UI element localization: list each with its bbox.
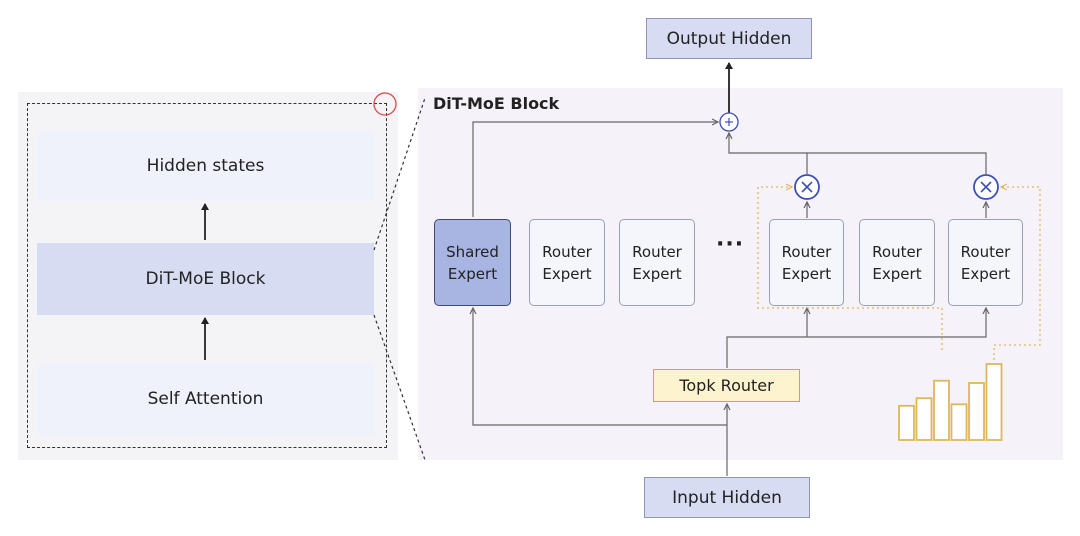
gates-to-add-line <box>806 152 987 174</box>
dit-moe-block-title: DiT-MoE Block <box>433 94 560 113</box>
router-expert-box: Router Expert <box>619 219 695 306</box>
expert-label: Router Expert <box>872 242 922 283</box>
expert-label: Router Expert <box>632 242 682 283</box>
score-bar <box>933 379 950 441</box>
expert-label: Router Expert <box>542 242 592 283</box>
gate-weight-line <box>757 187 943 350</box>
router-expert-box: Router Expert <box>859 219 935 306</box>
gates-merge-line <box>729 133 807 154</box>
zoom-line <box>373 97 426 251</box>
expert-label: Router Expert <box>960 242 1011 283</box>
ellipsis: ··· <box>716 232 745 257</box>
router-to-experts <box>726 308 986 368</box>
topk-router-box: Topk Router <box>653 369 800 402</box>
score-bar <box>915 397 933 441</box>
gate-weight-line <box>993 187 1041 360</box>
input-to-shared <box>473 308 727 426</box>
score-bar <box>968 382 985 441</box>
router-expert-box: Router Expert <box>769 219 844 306</box>
dit-moe-block-box: DiT-MoE Block <box>37 243 374 315</box>
shared-to-add-line <box>472 122 718 217</box>
expert-label: Router Expert <box>781 242 832 283</box>
router-scores-bars <box>898 363 1003 441</box>
marker-circle <box>373 92 397 116</box>
expert-label: Shared Expert <box>446 242 499 283</box>
shared-expert-box: Shared Expert <box>434 219 511 306</box>
self-attention-box: Self Attention <box>37 363 374 435</box>
score-bar <box>985 363 1003 441</box>
hidden-states-box: Hidden states <box>37 131 374 201</box>
left-dashed-frame <box>27 103 387 448</box>
input-hidden-box: Input Hidden <box>644 477 810 518</box>
router-expert-box: Router Expert <box>948 219 1023 306</box>
score-bar <box>898 404 915 441</box>
output-hidden-box: Output Hidden <box>646 18 812 59</box>
score-bar <box>950 403 968 441</box>
zoom-line <box>373 314 426 461</box>
router-expert-box: Router Expert <box>529 219 605 306</box>
